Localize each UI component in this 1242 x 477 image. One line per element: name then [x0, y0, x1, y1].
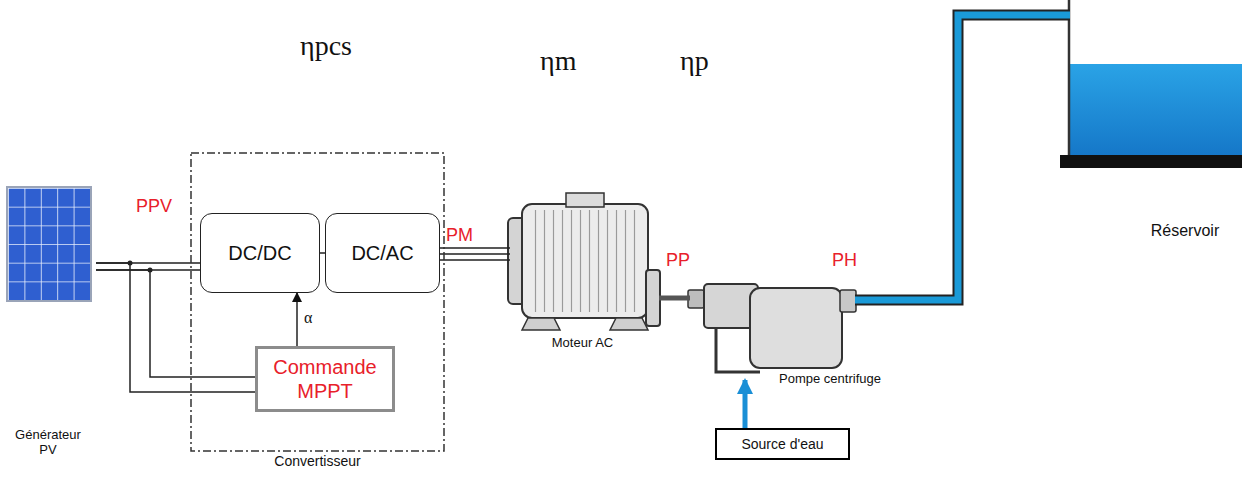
coupling [688, 290, 704, 308]
power-label: PM [446, 225, 473, 246]
wire-line [440, 248, 510, 260]
reservoir-wall [1068, 0, 1071, 156]
box-label: Commande MPPT [266, 355, 384, 403]
wire [440, 248, 510, 260]
panel-cells [8, 188, 90, 300]
reservoir-drawing [1060, 0, 1242, 168]
pipe-line [855, 15, 1070, 300]
efficiency-label: ηm [540, 45, 576, 77]
reservoir: Réservoir [1060, 0, 1242, 245]
reservoir-base [1060, 155, 1242, 168]
ac-motor: Moteur AC [500, 190, 665, 355]
pv-panel [6, 186, 92, 302]
motor-body [522, 204, 648, 318]
motor-drawing [508, 193, 660, 330]
terminal-box [566, 193, 604, 207]
converter-group: ConvertisseurDC/DCDC/ACCommande MPPT [190, 152, 445, 452]
part-label: Réservoir [1130, 222, 1240, 240]
control-signal [297, 293, 298, 346]
power-label: PP [666, 250, 690, 271]
control-signal-line [296, 293, 298, 346]
box-label: DC/AC [351, 241, 413, 265]
shaft [659, 298, 690, 299]
pump-bracket [716, 328, 760, 372]
part-label: Pompe centrifuge [770, 372, 890, 387]
panel-grid [8, 188, 90, 300]
converter-box: DC/AC [325, 213, 440, 293]
water-flow-line [743, 380, 748, 428]
signal-label: α [304, 309, 312, 327]
box-label: DC/DC [228, 241, 291, 265]
pump-outlet [840, 290, 856, 312]
motor-fins [532, 210, 638, 312]
water [1070, 64, 1242, 156]
group-label: Convertisseur [190, 453, 445, 469]
junction-dot [128, 261, 133, 266]
power-label: PH [832, 250, 857, 271]
part-label: Générateur PV [8, 428, 88, 458]
part-label: Moteur AC [500, 336, 665, 351]
pump-drawing [688, 284, 856, 372]
centrifugal-pump: Pompe centrifuge [690, 280, 860, 390]
box-label: Source d'eau [741, 436, 823, 453]
water-flow [745, 380, 746, 428]
efficiency-label: ηpcs [300, 30, 352, 62]
pv-generator: Générateur PV [0, 185, 96, 460]
panel-frame [6, 186, 92, 302]
shaft-line [659, 296, 690, 301]
motor-feet [522, 318, 648, 330]
junction-dot [148, 268, 153, 273]
converter-box: DC/DC [200, 213, 320, 293]
motor-flange [646, 270, 660, 326]
water-source-box: Source d'eau [715, 428, 850, 460]
power-label: PPV [136, 196, 172, 217]
efficiency-label: ηp [680, 45, 709, 77]
pipe-line [855, 15, 1070, 300]
pipe [855, 15, 1070, 300]
control-box: Commande MPPT [255, 346, 395, 412]
pump-volute [750, 288, 842, 368]
group-border [191, 153, 444, 451]
